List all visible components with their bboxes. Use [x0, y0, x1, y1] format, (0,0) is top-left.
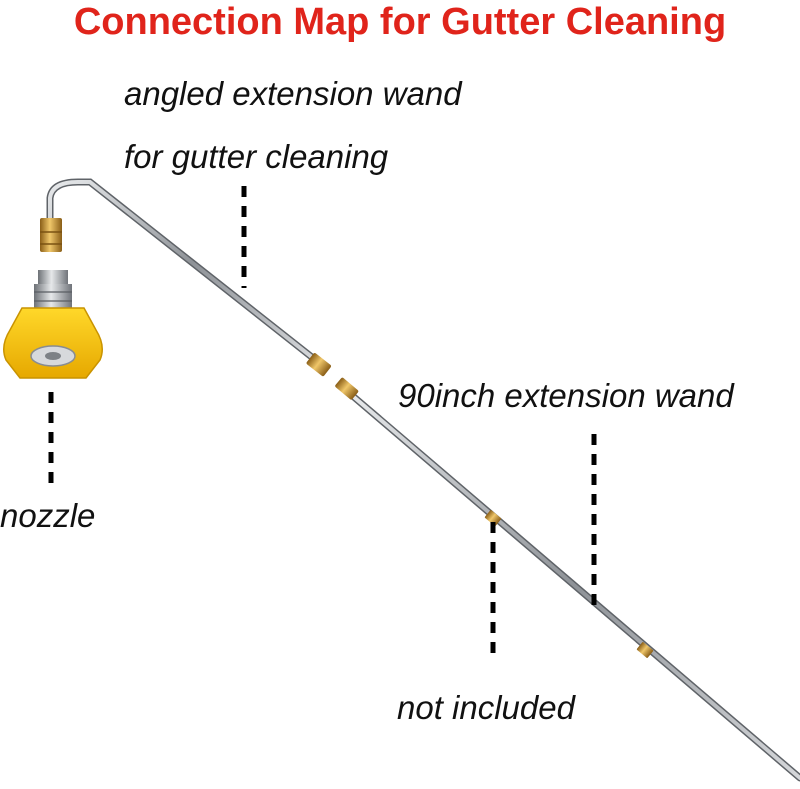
brass-joint-2 [636, 642, 654, 658]
nozzle-tip [3, 270, 103, 379]
label-angled-wand-line1: angled extension wand [124, 75, 462, 112]
brass-fitting-angled-end [306, 353, 331, 377]
brass-joint-1 [484, 510, 502, 526]
angled-extension-wand [40, 178, 331, 377]
label-nozzle: nozzle [0, 497, 96, 534]
page-title: Connection Map for Gutter Cleaning [73, 1, 727, 43]
extension-wand-90inch [335, 377, 800, 782]
label-extension-wand: 90inch extension wand [398, 377, 734, 414]
brass-coupler-top [40, 218, 62, 252]
brass-coupler-extension-top [335, 377, 359, 400]
label-angled-wand-line2: for gutter cleaning [124, 138, 389, 175]
label-not-included: not included [397, 689, 575, 726]
